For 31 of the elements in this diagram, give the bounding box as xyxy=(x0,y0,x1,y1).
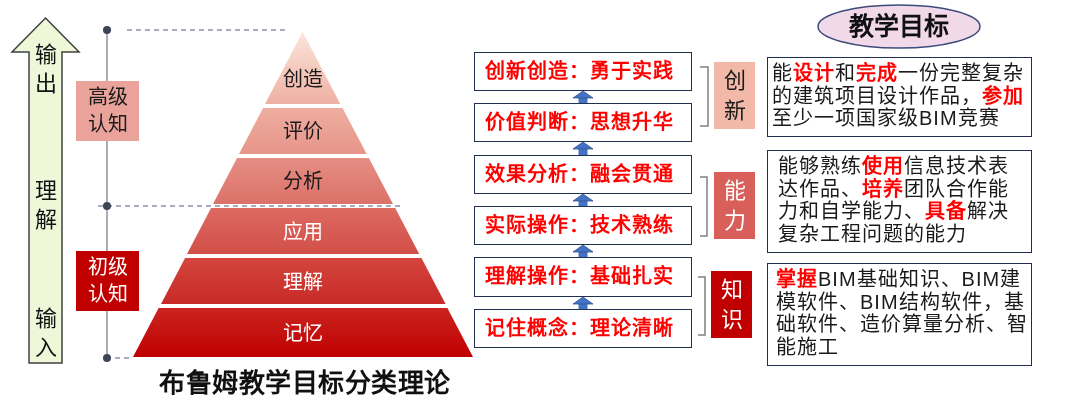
arrow-label: 理解 xyxy=(33,177,58,234)
category-box: 知识 xyxy=(711,271,752,338)
stage-box: 实际操作：技术熟练 xyxy=(474,206,692,245)
stage-box: 价值判断：思想升华 xyxy=(474,103,692,142)
arrow xyxy=(572,90,594,103)
level-box: 高级认知 xyxy=(76,81,139,141)
arrow xyxy=(572,244,594,257)
description-box: 掌握BIM基础知识、BIM建模软件、BIM结构软件，基础软件、造价算量分析、智能施工 xyxy=(767,263,1032,366)
pyramid-level: 评价 xyxy=(239,108,367,154)
pyramid-level: 应用 xyxy=(186,208,420,254)
arrow xyxy=(572,141,594,155)
heading-ellipse: 教学目标 xyxy=(817,4,981,49)
category-box: 创新 xyxy=(714,62,755,129)
arrow-label: 输入 xyxy=(33,305,58,362)
stage-box: 效果分析：融会贯通 xyxy=(474,155,692,194)
category-box: 能力 xyxy=(714,172,755,239)
stage-box: 记住概念：理论清晰 xyxy=(474,309,692,348)
level-box: 初级认知 xyxy=(76,251,139,311)
pyramid-level: 创造 xyxy=(265,32,341,104)
arrow xyxy=(572,296,594,309)
description-box: 能设计和完成一份完整复杂的建筑项目设计作品，参加至少一项国家级BIM竞赛 xyxy=(767,57,1032,137)
arrow xyxy=(572,193,594,206)
stage-box: 理解操作：基础扎实 xyxy=(474,257,692,297)
caption: 布鲁姆教学目标分类理论 xyxy=(158,367,452,400)
stage-box: 创新创造：勇于实践 xyxy=(474,52,692,91)
arrow-label: 输出 xyxy=(33,41,58,98)
description-box: 能够熟练使用信息技术表达作品、培养团队合作能力和自学能力、具备解决复杂工程问题的能力 xyxy=(767,150,1032,253)
pyramid-level: 记忆 xyxy=(133,308,473,357)
block-arrow xyxy=(12,18,79,363)
pyramid-level: 理解 xyxy=(160,258,446,304)
pyramid-level: 分析 xyxy=(213,158,393,204)
